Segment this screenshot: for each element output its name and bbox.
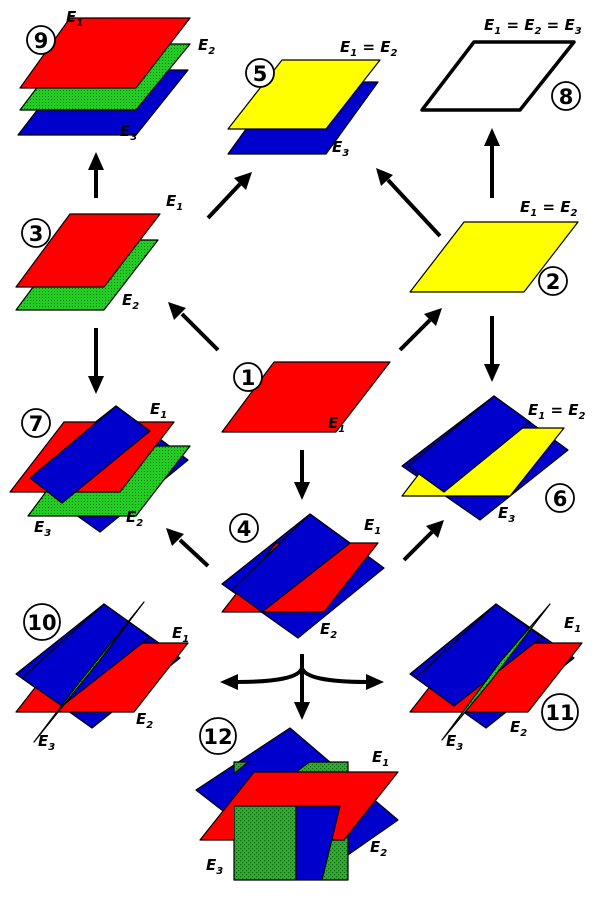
node-number: 6 [553, 487, 568, 511]
node-number: 8 [559, 85, 574, 109]
label-e3: E3 [206, 856, 223, 877]
node-number: 11 [545, 701, 574, 725]
label-e2: E2 [198, 36, 215, 57]
plane-e3-blue-front [407, 395, 531, 493]
arrow-3-to-9 [88, 152, 104, 198]
node-number: 5 [253, 62, 268, 86]
node-number-circle [23, 603, 61, 641]
label-e1-e2-e3: E1 = E2 = E3 [484, 16, 582, 37]
node-6: 6 E1 = E2 E3 [401, 395, 585, 525]
arrow-2-to-6 [484, 316, 500, 382]
node-7: 7 E1 E2 E3 [9, 400, 191, 539]
node-number-circle [545, 483, 575, 513]
label-e1-equals-e2: E1 = E2 [528, 401, 585, 422]
node-number: 4 [237, 517, 252, 541]
node-number-circle [21, 218, 51, 248]
node-number: 2 [546, 270, 561, 294]
label-e3: E3 [34, 518, 51, 539]
label-e1: E1 [372, 748, 389, 769]
node-number-circle [229, 513, 259, 543]
node-4: 4 E1 E2 [221, 513, 385, 641]
arrow-4-to-7 [166, 528, 210, 568]
node-10: 10 E1 E2 E3 [15, 601, 189, 753]
node-number-circle [21, 408, 51, 438]
label-e3: E3 [332, 138, 349, 159]
node-2: 2 E1 = E2 [409, 198, 579, 296]
label-e3: E3 [38, 732, 55, 753]
plane-e2-blue-front [415, 603, 543, 707]
node-number: 9 [34, 29, 49, 53]
arrow-3-to-7 [88, 328, 104, 394]
plane-e1-red [19, 17, 191, 89]
arrow-4-to-10-11-12 [220, 654, 384, 720]
plane-e3-green-front [234, 805, 297, 880]
plane-e1-red [15, 213, 161, 288]
node-12: 12 E1 E2 E3 [195, 717, 399, 881]
plane-e2-blue-lower [295, 805, 341, 880]
label-e2: E2 [136, 710, 153, 731]
label-e2: E2 [510, 718, 527, 739]
node-number-circle [538, 266, 568, 296]
label-e2: E2 [320, 620, 337, 641]
node-number-circle [551, 81, 581, 111]
plane-e1-e2-yellow [227, 59, 381, 130]
arrow-1-to-4 [294, 450, 310, 500]
arrow-4-to-6 [402, 520, 444, 562]
label-e1-equals-e2: E1 = E2 [520, 198, 577, 219]
arrow-1-to-3 [168, 302, 220, 352]
node-number: 1 [241, 366, 256, 390]
plane-e1-e2-yellow [409, 221, 579, 293]
node-11: 11 E1 E2 E3 [409, 603, 583, 753]
label-e1: E1 [150, 400, 167, 421]
arrow-3-to-5 [206, 172, 252, 220]
node-number: 10 [27, 611, 56, 635]
label-e1: E1 [364, 516, 381, 537]
plane-e1-red [221, 361, 391, 433]
label-e3: E3 [498, 504, 515, 525]
label-e2: E2 [370, 838, 387, 859]
node-number-circle [245, 58, 275, 88]
node-5: 5 E1 = E2 E3 [227, 38, 397, 159]
label-e3: E3 [446, 732, 463, 753]
label-e2: E2 [122, 291, 139, 312]
label-e1: E1 [66, 8, 83, 29]
node-number-circle [26, 25, 56, 55]
plane-e3-green [33, 601, 145, 743]
label-e1-equals-e2: E1 = E2 [340, 38, 397, 59]
node-1: 1 E1 [221, 361, 391, 435]
node-9: 9 E1 E2 E3 [17, 8, 215, 143]
plane-e2-blue-front [231, 513, 351, 613]
label-e1: E1 [564, 614, 581, 635]
node-number-circle [199, 717, 237, 755]
node-number: 3 [29, 222, 44, 246]
node-number-circle [541, 693, 579, 731]
label-e1: E1 [166, 192, 183, 213]
plane-e3-blue-front [29, 405, 151, 504]
arrow-2-to-5 [376, 168, 442, 238]
arrows [88, 128, 500, 720]
node-number: 12 [203, 725, 232, 749]
node-3: 3 E1 E2 [15, 192, 183, 312]
plane-e1-e2-e3-white [420, 40, 576, 112]
arrow-2-to-8 [484, 128, 500, 198]
label-e1: E1 [172, 624, 189, 645]
arrow-1-to-2 [398, 308, 442, 352]
node-8: 8 E1 = E2 = E3 [420, 16, 582, 112]
plane-e3-green [441, 603, 551, 741]
label-e2: E2 [126, 508, 143, 529]
node-number-circle [233, 362, 263, 392]
node-number: 7 [29, 412, 44, 436]
